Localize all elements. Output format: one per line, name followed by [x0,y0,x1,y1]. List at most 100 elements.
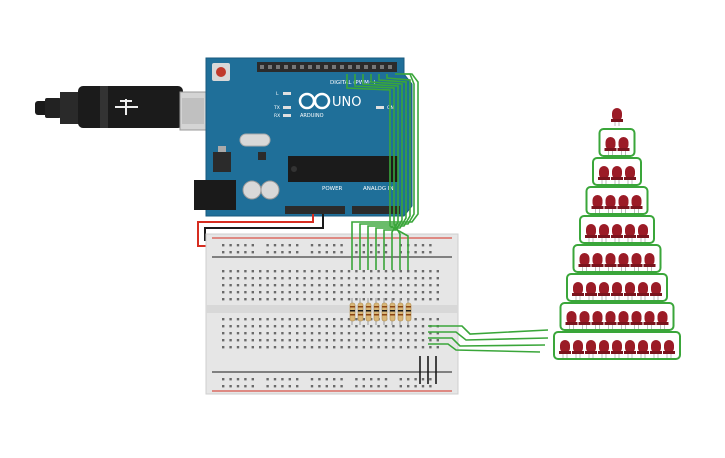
hole[interactable] [281,270,284,273]
hole[interactable] [296,251,299,254]
hole[interactable] [296,291,299,294]
hole[interactable] [236,277,240,280]
hole[interactable] [288,270,291,273]
led[interactable] [657,311,668,324]
hole[interactable] [236,325,240,328]
hole[interactable] [362,251,365,254]
hole[interactable] [347,339,351,342]
led[interactable] [625,224,635,237]
hole[interactable] [325,346,328,349]
hole[interactable] [421,378,425,381]
hole[interactable] [377,298,380,301]
hole[interactable] [229,277,232,280]
hole[interactable] [429,339,432,342]
hole[interactable] [266,385,269,388]
hole[interactable] [436,332,439,335]
hole[interactable] [281,378,284,381]
hole[interactable] [303,346,306,349]
hole[interactable] [414,298,417,301]
hole[interactable] [318,318,321,321]
hole[interactable] [370,291,373,294]
hole[interactable] [244,339,247,342]
hole[interactable] [333,298,336,301]
hole[interactable] [222,251,225,254]
hole[interactable] [251,325,254,328]
hole[interactable] [340,325,343,328]
hole[interactable] [288,332,291,335]
hole[interactable] [222,325,225,328]
hole[interactable] [333,291,336,294]
hole[interactable] [318,298,321,301]
led[interactable] [612,166,622,179]
hole[interactable] [355,251,358,254]
led-row-wire[interactable] [572,244,662,273]
hole[interactable] [340,291,343,294]
hole[interactable] [377,339,380,342]
hole[interactable] [266,284,269,287]
hole[interactable] [310,378,314,381]
hole[interactable] [251,298,254,301]
hole[interactable] [347,298,351,301]
hole[interactable] [222,385,225,388]
hole[interactable] [303,332,306,335]
led[interactable] [599,166,609,179]
hole[interactable] [318,244,321,247]
hole[interactable] [222,291,225,294]
hole[interactable] [236,244,240,247]
hole[interactable] [355,378,358,381]
hole[interactable] [266,251,269,254]
hole[interactable] [318,378,321,381]
resistor[interactable] [405,302,412,322]
hole[interactable] [436,277,439,280]
hole[interactable] [340,284,343,287]
hole[interactable] [399,284,402,287]
hole[interactable] [370,332,373,335]
hole[interactable] [362,339,365,342]
led[interactable] [605,253,616,266]
hole[interactable] [303,298,306,301]
hole[interactable] [222,332,225,335]
hole[interactable] [325,325,328,328]
hole[interactable] [399,346,402,349]
hole[interactable] [273,291,277,294]
led[interactable] [573,340,583,353]
hole[interactable] [429,244,432,247]
hole[interactable] [273,318,277,321]
hole[interactable] [251,291,254,294]
led-row-wire[interactable] [598,128,636,157]
tree-wires[interactable] [419,325,549,384]
led[interactable] [618,311,629,324]
hole[interactable] [229,298,232,301]
hole[interactable] [340,251,343,254]
hole[interactable] [429,298,432,301]
hole[interactable] [251,378,254,381]
hole[interactable] [325,277,328,280]
hole[interactable] [384,284,388,287]
hole[interactable] [288,244,291,247]
hole[interactable] [333,332,336,335]
hole[interactable] [229,346,232,349]
led[interactable] [599,340,609,353]
led-row-wire[interactable] [592,157,642,186]
hole[interactable] [266,270,269,273]
led[interactable] [651,282,661,295]
hole[interactable] [281,298,284,301]
hole[interactable] [392,284,395,287]
hole[interactable] [318,325,321,328]
hole[interactable] [370,325,373,328]
hole[interactable] [281,346,284,349]
hole[interactable] [273,298,277,301]
hole[interactable] [273,378,277,381]
hole[interactable] [340,332,343,335]
hole[interactable] [333,378,336,381]
hole[interactable] [333,325,336,328]
hole[interactable] [244,270,247,273]
hole[interactable] [340,244,343,247]
hole[interactable] [347,332,351,335]
hole[interactable] [399,339,402,342]
hole[interactable] [318,291,321,294]
hole[interactable] [370,284,373,287]
led[interactable] [586,340,596,353]
hole[interactable] [429,346,432,349]
